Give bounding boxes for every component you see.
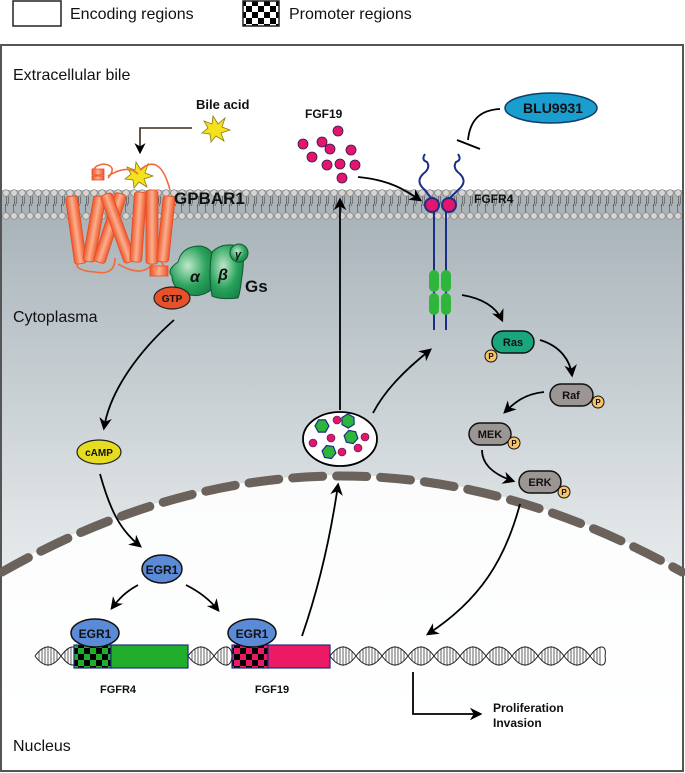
fgf19-gene-label: FGF19	[255, 684, 289, 696]
legend: Encoding regions Promoter regions	[12, 0, 412, 27]
erk-label: ERK	[528, 477, 551, 489]
egr1-main-label: EGR1	[146, 563, 179, 577]
fgf19-encoding	[267, 644, 331, 669]
raf-phospho-label: P	[595, 398, 601, 407]
bile-acid-label: Bile acid	[196, 97, 250, 112]
nucleus-region	[2, 475, 682, 770]
encoding-legend-label: Encoding regions	[70, 6, 194, 23]
fgfr4-promoter	[73, 644, 112, 669]
mek-phospho	[507, 436, 521, 450]
erk-to-dna-arrow	[425, 503, 521, 636]
beta-subunit-label: β	[217, 267, 228, 284]
ras-to-raf-arrow	[539, 339, 577, 378]
vesicle-contents	[308, 413, 370, 460]
raf-node	[549, 383, 594, 407]
blu9931-inhibition-line	[467, 108, 501, 141]
promoter-legend-label: Promoter regions	[289, 6, 412, 23]
fgf19-ligand-cluster	[297, 125, 361, 184]
erk-phospho-label: P	[561, 488, 567, 497]
bile-acid-star-icon	[201, 114, 232, 143]
cytoplasm-label: Cytoplasma	[13, 309, 98, 326]
erk-phospho	[557, 485, 571, 499]
ras-phospho	[484, 349, 498, 363]
nuclear-envelope	[0, 471, 685, 577]
extracellular-label: Extracellular bile	[13, 67, 130, 84]
erk-node	[518, 470, 562, 494]
gpbar1-label: GPBAR1	[174, 189, 245, 208]
fgfr4-receptor	[418, 153, 465, 330]
raf-label: Raf	[562, 390, 580, 402]
alpha-subunit-label: α	[190, 269, 201, 286]
blu9931-label: BLU9931	[523, 100, 583, 116]
camp-label: cAMP	[85, 448, 113, 459]
gpbar1-receptor	[65, 163, 185, 277]
gtp-node	[153, 286, 191, 310]
fgf19-promoter	[231, 644, 269, 669]
fgf19-to-fgfr4-arrow	[357, 176, 423, 202]
promoter-legend-swatch	[242, 0, 280, 27]
raf-to-mek-arrow	[503, 391, 545, 414]
camp-node	[76, 439, 122, 465]
mek-phospho-label: P	[511, 439, 517, 448]
encoding-legend-swatch	[12, 0, 62, 27]
fgf19-gene-to-vesicle-arrow	[301, 482, 343, 637]
egr1-to-fgfr4-arrow	[110, 584, 139, 611]
proliferation-label: Proliferation	[493, 701, 564, 715]
egr1-fgf19-label: EGR1	[236, 627, 269, 641]
gamma-subunit-label: γ	[235, 249, 242, 261]
inhibition-bar	[456, 139, 481, 150]
mek-node	[468, 422, 512, 446]
nucleus-label: Nucleus	[13, 738, 71, 755]
gtp-label: GTP	[162, 294, 183, 305]
fgfr4-to-ras-arrow	[461, 294, 504, 323]
gs-protein	[169, 243, 249, 300]
invasion-label: Invasion	[493, 716, 542, 730]
camp-to-egr1-arrow	[99, 473, 142, 548]
gtp-to-camp-arrow	[99, 319, 175, 431]
bile-acid-arrow	[134, 127, 192, 155]
egr1-fgfr4-label: EGR1	[79, 627, 112, 641]
ras-phospho-label: P	[488, 352, 494, 361]
fgfr4-encoding	[110, 644, 189, 669]
transcription-output-arrow	[412, 672, 483, 721]
ras-label: Ras	[503, 337, 523, 349]
raf-phospho	[591, 395, 605, 409]
egr1-fgfr4-node	[70, 618, 120, 648]
egr1-to-fgf19-arrow	[185, 584, 220, 612]
egr1-fgf19-node	[227, 618, 277, 648]
mek-label: MEK	[478, 429, 503, 441]
fgf19-ligand-label: FGF19	[305, 107, 343, 121]
mek-to-erk-arrow	[481, 449, 516, 484]
blu9931-inhibitor[interactable]	[504, 92, 598, 124]
ras-node	[491, 330, 535, 354]
egr1-main-node	[141, 554, 183, 584]
vesicle-to-fgfr4-arrow	[372, 348, 432, 414]
fgfr4-gene-label: FGFR4	[100, 684, 137, 696]
gs-label: Gs	[245, 277, 268, 296]
fgfr4-receptor-label: FGFR4	[474, 192, 514, 206]
dna-strand	[34, 646, 606, 666]
